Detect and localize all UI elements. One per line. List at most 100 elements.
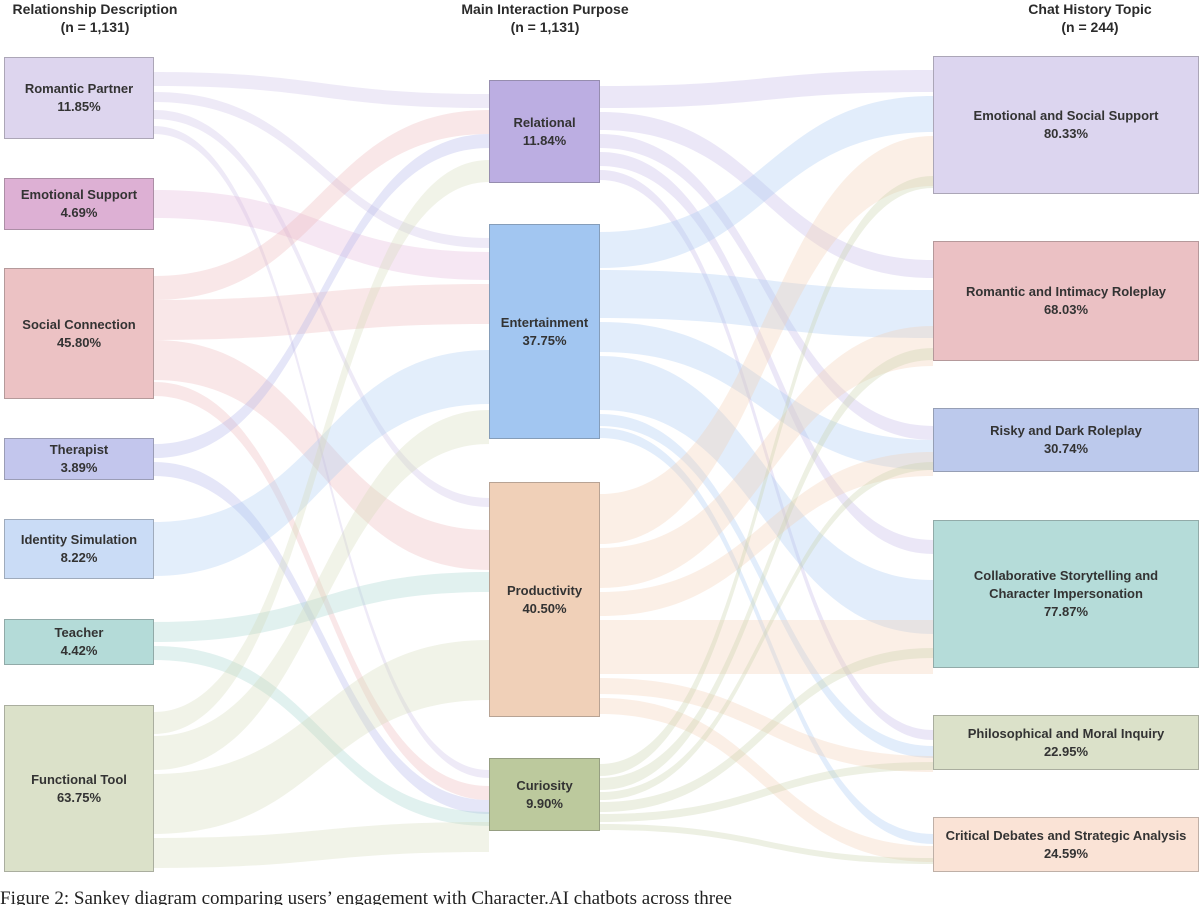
node-label-line-1: Collaborative Storytelling and <box>973 568 1159 583</box>
node-functional-tool[interactable]: Functional Tool 63.75% <box>4 705 154 872</box>
column-count-purpose: (n = 1,131) <box>510 19 580 35</box>
node-value: 80.33% <box>1043 126 1089 141</box>
column-title-purpose-text: Main Interaction Purpose <box>461 1 629 17</box>
node-philosophical-moral-inquiry[interactable]: Philosophical and Moral Inquiry 22.95% <box>933 715 1199 770</box>
column-title-purpose: Main Interaction Purpose (n = 1,131) <box>430 0 660 36</box>
flow-curiosity-to-topic <box>600 648 933 812</box>
node-label: Critical Debates and Strategic Analysis <box>945 827 1187 843</box>
node-label: Productivity <box>506 582 583 598</box>
flow-social-to-entertainment <box>154 284 489 340</box>
flow-emotional-to-entertainment <box>154 190 489 280</box>
node-label: Teacher <box>54 625 104 640</box>
node-label: Identity Simulation <box>20 532 138 547</box>
node-label: Risky and Dark Roleplay <box>990 423 1142 438</box>
figure-caption: Figure 2: Sankey diagram comparing users… <box>0 888 732 905</box>
node-label: Social Connection <box>22 316 136 332</box>
flow-social-to-relational <box>154 110 489 300</box>
node-curiosity[interactable]: Curiosity 9.90% <box>489 758 600 831</box>
node-label: Emotional Support <box>20 187 138 202</box>
node-value: 4.69% <box>60 205 98 220</box>
node-value: 4.42% <box>60 643 98 658</box>
node-value: 11.84% <box>522 132 567 148</box>
flow-functional-to-curiosity <box>154 822 489 868</box>
node-relational[interactable]: Relational 11.84% <box>489 80 600 183</box>
node-entertainment[interactable]: Entertainment 37.75% <box>489 224 600 439</box>
flow-functional-to-entertainment <box>154 410 489 770</box>
node-label: Philosophical and Moral Inquiry <box>967 725 1165 741</box>
node-emotional-social-support[interactable]: Emotional and Social Support 80.33% <box>933 56 1199 194</box>
flow-entertainment-to-topic <box>600 428 933 844</box>
flow-curiosity-to-topic <box>600 762 933 822</box>
column-title-topic: Chat History Topic (n = 244) <box>990 0 1190 36</box>
flow-teacher-to-curiosity <box>154 646 489 826</box>
flow-relational-to-topic <box>600 70 933 108</box>
node-label: Entertainment <box>500 314 589 330</box>
node-risky-dark-roleplay[interactable]: Risky and Dark Roleplay 30.74% <box>933 408 1199 472</box>
flow-curiosity-to-topic <box>600 824 933 864</box>
node-value: 11.85% <box>57 99 101 114</box>
node-label: Functional Tool <box>31 771 127 787</box>
node-label: Therapist <box>49 442 109 457</box>
node-value: 9.90% <box>526 795 563 811</box>
node-productivity[interactable]: Productivity 40.50% <box>489 482 600 717</box>
column-title-relationship: Relationship Description (n = 1,131) <box>0 0 190 36</box>
node-value: 45.80% <box>56 334 102 350</box>
node-teacher[interactable]: Teacher 4.42% <box>4 619 154 665</box>
node-collaborative-storytelling[interactable]: Collaborative Storytelling and Character… <box>933 520 1199 668</box>
flow-productivity-to-topic <box>600 678 933 772</box>
node-value: 24.59% <box>1043 845 1089 861</box>
flow-productivity-to-topic <box>600 698 933 862</box>
node-value: 40.50% <box>522 600 567 616</box>
flow-therapist-to-curiosity <box>154 462 489 814</box>
node-label: Emotional and Social Support <box>973 108 1159 123</box>
flow-romantic-to-entertainment <box>154 92 489 248</box>
flow-identity-to-entertainment <box>154 350 489 576</box>
node-value: 3.89% <box>60 460 98 475</box>
flow-productivity-to-topic <box>600 620 933 674</box>
column-count-relationship: (n = 1,131) <box>60 19 130 35</box>
node-emotional-support[interactable]: Emotional Support 4.69% <box>4 178 154 230</box>
flow-relational-to-topic <box>600 170 933 740</box>
node-romantic-partner[interactable]: Romantic Partner 11.85% <box>4 57 154 139</box>
flow-productivity-to-topic <box>600 326 933 588</box>
flow-productivity-to-topic <box>600 136 933 544</box>
flow-relational-to-topic <box>600 112 933 278</box>
node-label-line-2: Character Impersonation <box>989 586 1143 601</box>
node-value: 77.87% <box>1043 604 1089 619</box>
column-title-topic-text: Chat History Topic <box>1028 1 1152 17</box>
flow-romantic-to-curiosity <box>154 126 489 778</box>
node-label: Romantic and Intimacy Roleplay <box>965 284 1167 299</box>
flow-curiosity-to-topic <box>600 348 933 790</box>
column-count-topic: (n = 244) <box>1061 19 1119 35</box>
flow-functional-to-relational <box>154 160 489 734</box>
flow-entertainment-to-topic <box>600 96 933 268</box>
flow-relational-to-topic <box>600 134 933 440</box>
node-critical-debates[interactable]: Critical Debates and Strategic Analysis … <box>933 817 1199 872</box>
flow-entertainment-to-topic <box>600 414 933 758</box>
node-value: 63.75% <box>56 789 102 805</box>
node-value: 22.95% <box>1043 743 1089 759</box>
node-value: 30.74% <box>1043 441 1089 456</box>
flow-productivity-to-topic <box>600 452 933 616</box>
node-therapist[interactable]: Therapist 3.89% <box>4 438 154 480</box>
flow-functional-to-productivity <box>154 640 489 834</box>
flow-entertainment-to-topic <box>600 356 933 634</box>
node-romantic-intimacy-roleplay[interactable]: Romantic and Intimacy Roleplay 68.03% <box>933 241 1199 361</box>
node-label: Relational <box>513 114 576 130</box>
node-label: Curiosity <box>516 777 573 793</box>
flow-relational-to-topic <box>600 152 933 554</box>
node-value: 37.75% <box>522 332 567 348</box>
flow-entertainment-to-topic <box>600 270 933 338</box>
node-value: 8.22% <box>60 550 98 565</box>
flow-entertainment-to-topic <box>600 322 933 470</box>
flow-curiosity-to-topic <box>600 462 933 800</box>
node-value: 68.03% <box>1043 302 1089 317</box>
flow-social-to-productivity <box>154 340 489 570</box>
node-label: Romantic Partner <box>24 81 134 96</box>
flow-romantic-to-relational <box>154 72 489 108</box>
flow-romantic-to-productivity <box>154 110 489 507</box>
node-identity-simulation[interactable]: Identity Simulation 8.22% <box>4 519 154 579</box>
flow-social-to-curiosity <box>154 382 489 800</box>
node-social-connection[interactable]: Social Connection 45.80% <box>4 268 154 399</box>
